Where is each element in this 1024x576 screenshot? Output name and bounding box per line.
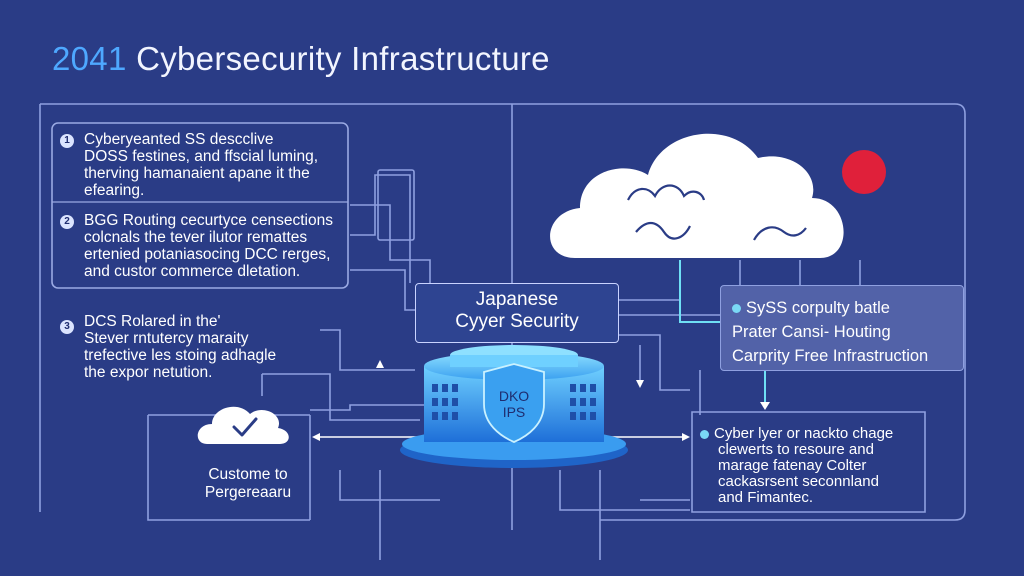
item-1-number: 1 — [60, 134, 74, 148]
big-cloud-icon — [550, 133, 844, 258]
item-2-number: 2 — [60, 215, 74, 229]
right-item-2-line: and Fimantec. — [718, 489, 814, 506]
right-item-1-line: SySS corpulty batle — [732, 296, 960, 320]
left-item-3-line: Stever rntutercy maraity — [84, 330, 249, 347]
right-item-2-line: Cyber lyer or nackto chage — [700, 426, 922, 442]
title-text: Cybersecurity Infrastructure — [136, 40, 550, 77]
left-item-1: Cyberyeanted SS descclive DOSS festines,… — [84, 131, 344, 199]
customer-label: Custome to Pergereaaru — [198, 466, 298, 502]
shield-label-line: IPS — [502, 404, 526, 420]
left-item-2-line: BGG Routing cecurtyce censections — [84, 212, 333, 229]
right-info-box — [720, 285, 964, 371]
right-item-2-line: clewerts to resoure and — [718, 441, 874, 458]
left-item-2: BGG Routing cecurtyce censections colcna… — [84, 212, 346, 280]
cloud-icon — [197, 406, 289, 444]
center-label-line: Cyyer Security — [455, 311, 579, 332]
shield-icon — [483, 363, 545, 443]
right-item-2-line: marage fatenay Colter — [718, 457, 867, 474]
left-item-1-line: efearing. — [84, 182, 145, 199]
customer-label-line: Custome to — [208, 466, 288, 483]
customer-label-line: Pergereaaru — [204, 484, 292, 501]
highlight-lines — [679, 260, 766, 405]
item-3-number: 3 — [60, 320, 74, 334]
left-item-2-line: and custor commerce dletation. — [84, 263, 301, 280]
left-item-1-line: DOSS festines, and ffscial luming, — [84, 148, 319, 165]
left-box-top — [51, 122, 349, 289]
left-item-3-line: DCS Rolared in the' — [84, 313, 221, 330]
right-item-1-line: Prater Cansi- Houting — [732, 323, 891, 341]
checkmark-icon — [232, 417, 258, 437]
red-dot-icon — [842, 150, 886, 194]
title-year: 2041 — [52, 40, 127, 77]
right-item-1-line: Carprity Free Infrastruction — [732, 347, 929, 365]
bullet-icon — [732, 304, 741, 314]
left-item-2-line: ertenied potaniasocing DCC rerges, — [84, 246, 331, 263]
left-item-3: DCS Rolared in the' Stever rntutercy mar… — [84, 313, 314, 381]
bullet-icon — [700, 429, 709, 439]
page-title: 2041 Cybersecurity Infrastructure — [52, 40, 550, 78]
center-label-line: Japanese — [475, 289, 559, 310]
right-item-2: Cyber lyer or nackto chage clewerts to r… — [700, 426, 922, 506]
shield-label: DKO IPS — [484, 388, 544, 420]
left-item-3-line: trefective les stoing adhagle — [84, 347, 277, 364]
left-item-3-line: the expor netution. — [84, 364, 213, 381]
right-item-1: SySS corpulty batle Prater Cansi- Houtin… — [732, 296, 960, 368]
left-item-1-line: therving hamanaient apane it the — [84, 165, 310, 182]
center-label-box: Japanese Cyyer Security — [415, 283, 619, 343]
shield-label-line: DKO — [498, 388, 530, 404]
left-item-1-line: Cyberyeanted SS descclive — [84, 131, 274, 148]
left-item-2-line: colcnals the tever ilutor remattes — [84, 229, 308, 246]
right-item-2-line: cackasrsent seconnland — [718, 473, 879, 490]
